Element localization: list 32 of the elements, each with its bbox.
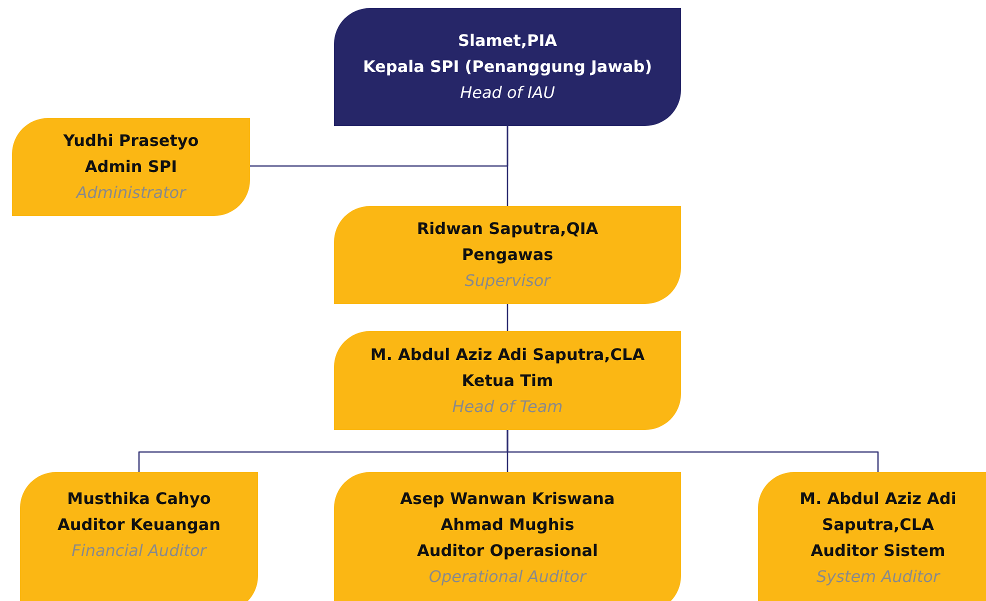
role-box — [758, 472, 986, 601]
role-box — [12, 118, 250, 216]
role-english: Head of Team — [452, 396, 563, 418]
person-name: Ridwan Saputra,QIA — [416, 218, 598, 240]
role-title: Auditor Keuangan — [58, 514, 220, 536]
role-box — [334, 206, 681, 304]
connector-line — [506, 304, 508, 331]
role-box — [334, 331, 681, 430]
role-title: Ketua Tim — [462, 370, 554, 392]
role-title: Kepala SPI (Penanggung Jawab) — [362, 56, 652, 78]
role-english: Administrator — [76, 182, 186, 204]
role-title: Pengawas — [462, 244, 554, 266]
person-name: M. Abdul Aziz Adi Saputra,CLA — [798, 488, 958, 536]
role-title: Ahmad Mughis — [440, 514, 574, 536]
person-name: M. Abdul Aziz Adi Saputra,CLA — [370, 344, 645, 366]
person-name: Yudhi Prasetyo — [63, 130, 199, 152]
person-name: Musthika Cahyo — [67, 488, 211, 510]
connector-line — [506, 126, 508, 206]
role-box — [334, 472, 681, 601]
person-name: Slamet,PIA — [458, 30, 558, 52]
connector-line — [506, 430, 879, 472]
role-title: Auditor Operasional — [416, 540, 598, 562]
role-english: Supervisor — [464, 270, 550, 292]
role-title: Admin SPI — [84, 156, 178, 178]
role-box — [334, 8, 681, 126]
person-name: Asep Wanwan Kriswana — [400, 488, 615, 510]
role-english: System Auditor — [816, 566, 940, 588]
role-english: Financial Auditor — [72, 540, 206, 562]
role-english: Operational Auditor — [428, 566, 586, 588]
role-english: Head of IAU — [460, 82, 555, 104]
role-title: Auditor Sistem — [810, 540, 946, 562]
role-box — [20, 472, 258, 601]
